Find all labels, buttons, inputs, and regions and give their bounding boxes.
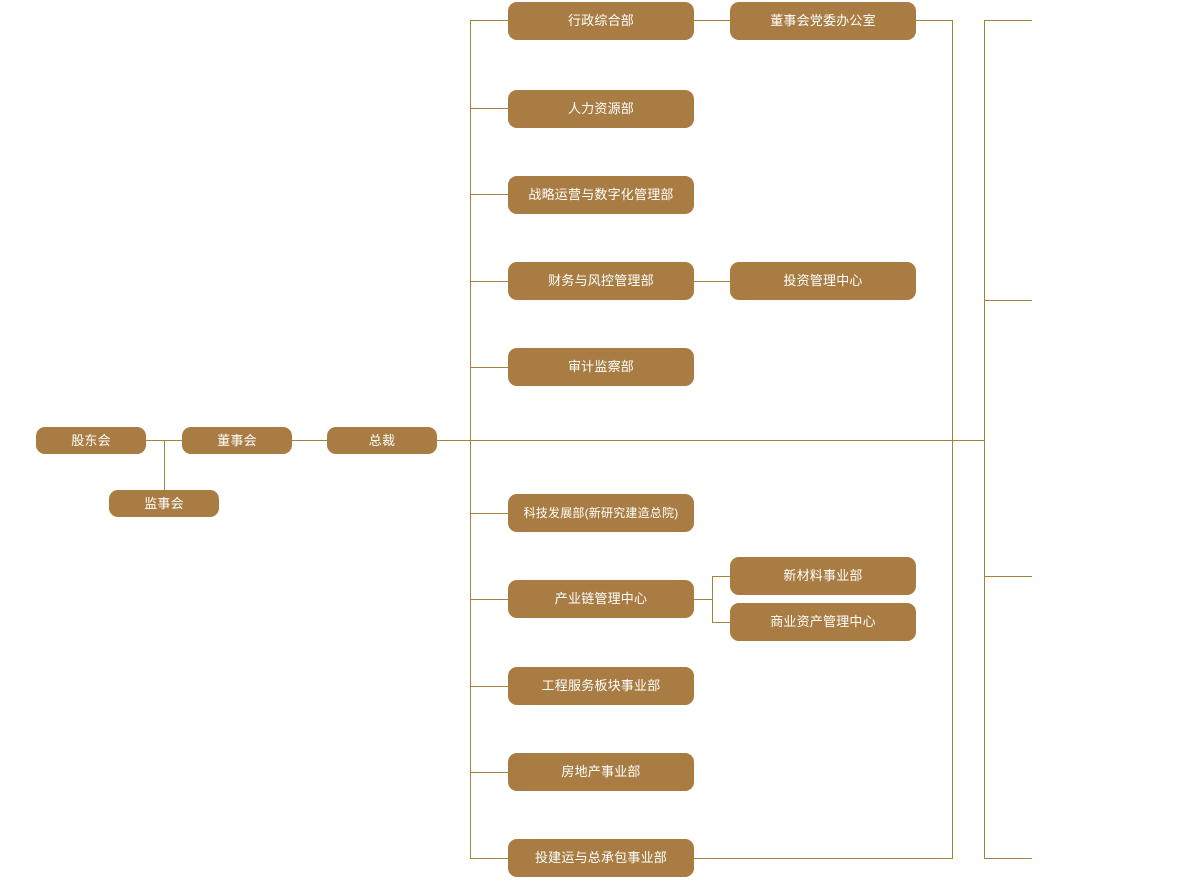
connector-industry-chain-stem bbox=[694, 599, 712, 600]
connector-industry-chain-to-commercial-asset bbox=[712, 622, 730, 623]
connector-supervisors-drop bbox=[164, 440, 165, 504]
node-finance-risk-control-department[interactable]: 财务与风控管理部 bbox=[508, 262, 694, 300]
connector-party-office-to-inner-spine bbox=[916, 20, 952, 21]
connector-spine-to-real-estate bbox=[470, 772, 508, 773]
connector-spine-to-finance-risk-control bbox=[470, 281, 508, 282]
connector-spine-to-investment-construction-epc bbox=[470, 858, 508, 859]
node-label-board-party-committee-office: 董事会党委办公室 bbox=[770, 13, 876, 29]
connector-spine-to-administrative bbox=[470, 20, 508, 21]
connector-outer-spine-bottom-stub bbox=[984, 858, 1032, 859]
node-label-board-of-supervisors: 监事会 bbox=[144, 495, 184, 511]
node-strategy-operations-digital-management-department[interactable]: 战略运营与数字化管理部 bbox=[508, 176, 694, 214]
node-label-administrative-department: 行政综合部 bbox=[567, 13, 634, 29]
connector-finance-to-investment-center bbox=[694, 281, 730, 282]
node-board-of-supervisors[interactable]: 监事会 bbox=[109, 490, 219, 517]
connector-outer-spine-lower-stub bbox=[984, 576, 1032, 577]
node-engineering-services-division[interactable]: 工程服务板块事业部 bbox=[508, 667, 694, 705]
node-label-engineering-services-division: 工程服务板块事业部 bbox=[541, 678, 661, 694]
node-human-resources-department[interactable]: 人力资源部 bbox=[508, 90, 694, 128]
connector-outer-spine-top-stub bbox=[984, 20, 1032, 21]
node-label-president: 总裁 bbox=[368, 432, 396, 448]
node-president[interactable]: 总裁 bbox=[327, 427, 437, 454]
node-technology-development-department[interactable]: 科技发展部(新研究建造总院) bbox=[508, 494, 694, 532]
node-label-strategy-operations-digital-management-department: 战略运营与数字化管理部 bbox=[528, 187, 674, 203]
connector-inner-spine-to-epc bbox=[694, 858, 952, 859]
node-board-of-directors[interactable]: 董事会 bbox=[182, 427, 292, 454]
connector-president-trunk bbox=[437, 440, 984, 441]
connector-spine-to-technology-development bbox=[470, 513, 508, 514]
connector-administrative-to-party-office bbox=[694, 20, 730, 21]
connector-spine-to-human-resources bbox=[470, 108, 508, 109]
node-real-estate-division[interactable]: 房地产事业部 bbox=[508, 753, 694, 791]
node-label-audit-supervision-department: 审计监察部 bbox=[567, 359, 634, 375]
connector-board-to-president bbox=[291, 440, 327, 441]
node-label-new-materials-division: 新材料事业部 bbox=[783, 568, 863, 584]
node-label-investment-management-center: 投资管理中心 bbox=[783, 273, 863, 289]
node-label-shareholders-meeting: 股东会 bbox=[71, 432, 111, 448]
connector-inner-return-spine bbox=[952, 20, 953, 859]
node-audit-supervision-department[interactable]: 审计监察部 bbox=[508, 348, 694, 386]
node-label-industry-chain-management-center: 产业链管理中心 bbox=[554, 591, 648, 607]
node-label-board-of-directors: 董事会 bbox=[217, 432, 257, 448]
node-label-real-estate-division: 房地产事业部 bbox=[561, 764, 641, 780]
node-investment-management-center[interactable]: 投资管理中心 bbox=[730, 262, 916, 300]
node-label-investment-construction-epc-division: 投建运与总承包事业部 bbox=[534, 850, 667, 866]
node-label-technology-development-department: 科技发展部(新研究建造总院) bbox=[523, 505, 679, 520]
connector-spine-to-industry-chain bbox=[470, 599, 508, 600]
node-label-human-resources-department: 人力资源部 bbox=[567, 101, 634, 117]
node-new-materials-division[interactable]: 新材料事业部 bbox=[730, 557, 916, 595]
connector-spine-to-audit-supervision bbox=[470, 367, 508, 368]
connector-industry-chain-to-new-materials bbox=[712, 576, 730, 577]
node-shareholders-meeting[interactable]: 股东会 bbox=[36, 427, 146, 454]
connector-main-spine bbox=[470, 20, 471, 859]
node-commercial-asset-management-center[interactable]: 商业资产管理中心 bbox=[730, 603, 916, 641]
connector-industry-chain-split bbox=[712, 576, 713, 622]
node-administrative-department[interactable]: 行政综合部 bbox=[508, 2, 694, 40]
connector-spine-to-strategy-operations bbox=[470, 194, 508, 195]
node-board-party-committee-office[interactable]: 董事会党委办公室 bbox=[730, 2, 916, 40]
connector-outer-return-spine bbox=[984, 20, 985, 859]
node-label-finance-risk-control-department: 财务与风控管理部 bbox=[548, 273, 654, 289]
connector-spine-to-engineering-services bbox=[470, 686, 508, 687]
node-industry-chain-management-center[interactable]: 产业链管理中心 bbox=[508, 580, 694, 618]
node-label-commercial-asset-management-center: 商业资产管理中心 bbox=[770, 614, 876, 630]
connector-outer-spine-upper-stub bbox=[984, 300, 1032, 301]
node-investment-construction-epc-division[interactable]: 投建运与总承包事业部 bbox=[508, 839, 694, 877]
